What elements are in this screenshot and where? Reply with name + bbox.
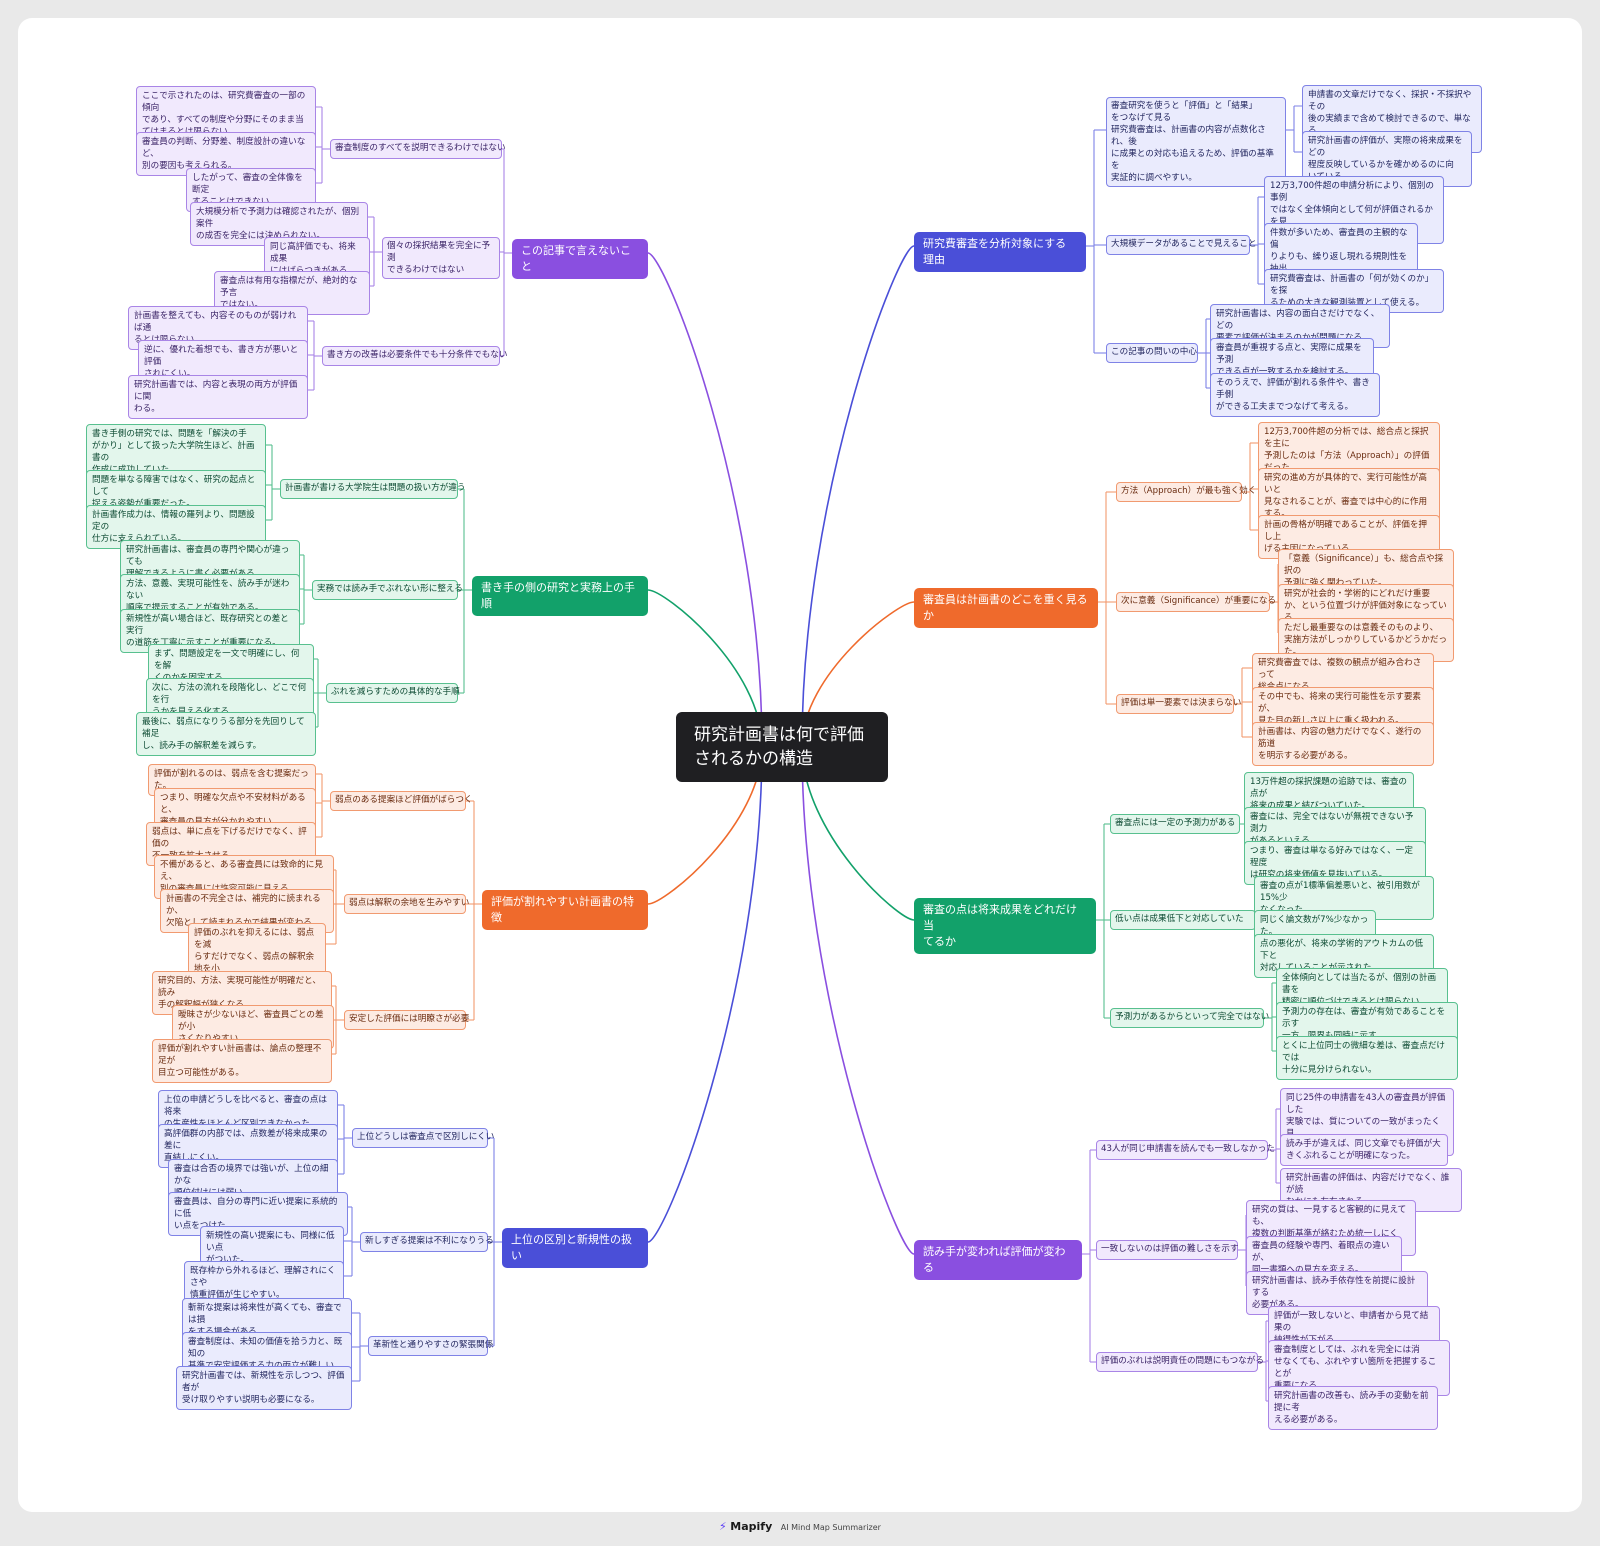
subtopic-node[interactable]: 低い点は成果低下と対応していた (1110, 910, 1256, 930)
leaf-node[interactable]: とくに上位同士の微細な差は、審査点だけでは 十分に見分けられない。 (1276, 1036, 1458, 1080)
branch-connector (647, 252, 763, 747)
leaf-node[interactable]: 研究の進め方が具体的で、実行可能性が高いと 見なされることが、審査では中心的に作… (1258, 468, 1440, 524)
subtopic-node[interactable]: 審査点には一定の予測力がある (1110, 814, 1240, 834)
leaf-node[interactable]: 計画書は、内容の魅力だけでなく、遂行の筋道 を明示する必要がある。 (1252, 722, 1434, 766)
mapify-logo-icon: ⚡ (719, 1520, 727, 1533)
leaf-node[interactable]: 研究計画書では、内容と表現の両方が評価に関 わる。 (128, 375, 308, 419)
branch-connector (801, 745, 915, 1255)
subtopic-node[interactable]: 予測力があるからといって完全ではない (1110, 1008, 1269, 1028)
brand-name: Mapify (730, 1520, 773, 1533)
subtopic-node[interactable]: 審査研究を使うと「評価」と「結果」 をつなげて見る 研究費審査は、計画書の内容が… (1106, 97, 1286, 187)
leaf-node[interactable]: 大規模分析で予測力は確認されたが、個別案件 の成否を完全には決められない。 (190, 202, 368, 246)
subtopic-node[interactable]: 書き方の改善は必要条件でも十分条件でもない (322, 346, 507, 366)
subtopic-node[interactable]: 新しすぎる提案は不利になりうる (360, 1232, 494, 1252)
subtopic-node[interactable]: ぶれを減らすための具体的な手順 (326, 683, 460, 703)
subtopic-node[interactable]: 評価のぶれは説明責任の問題にもつながる (1096, 1352, 1264, 1372)
subtopic-node[interactable]: この記事の問いの中心 (1106, 343, 1198, 363)
subtopic-node[interactable]: 計画書が書ける大学院生は問題の扱い方が違う (280, 479, 465, 499)
branch-node[interactable]: 審査の点は将来成果をどれだけ当 てるか (914, 898, 1096, 954)
subtopic-node[interactable]: 革新性と通りやすさの緊張関係 (368, 1336, 493, 1356)
subtopic-node[interactable]: 審査制度のすべてを説明できるわけではない (330, 139, 506, 159)
connector-lines (266, 105, 1302, 1402)
footer: ⚡ Mapify AI Mind Map Summarizer (0, 1520, 1600, 1533)
subtopic-node[interactable]: 43人が同じ申請書を読んでも一致しなかった (1096, 1140, 1275, 1160)
subtopic-node[interactable]: 上位どうしは審査点で区別しにくい (352, 1128, 494, 1148)
leaf-node[interactable]: そのうえで、評価が割れる条件や、書き手側 ができる工夫までつなげて考える。 (1210, 373, 1380, 417)
branch-node[interactable]: 読み手が変われば評価が変わる (914, 1240, 1082, 1280)
mind-map-canvas: この記事で言えないこと審査制度のすべてを説明できるわけではないここで示されたのは… (18, 18, 1582, 1512)
branch-connector (647, 745, 763, 1243)
branch-node[interactable]: この記事で言えないこと (512, 239, 648, 279)
leaf-node[interactable]: 読み手が違えば、同じ文章でも評価が大 きくぶれることが明確になった。 (1280, 1134, 1448, 1166)
branch-connector (801, 245, 915, 747)
root-node[interactable]: 研究計画書は何で評価 されるかの構造 (676, 712, 888, 782)
subtopic-node[interactable]: 次に意義（Significance）が重要になる (1116, 592, 1276, 612)
subtopic-node[interactable]: 弱点のある提案ほど評価がばらつく (330, 791, 473, 811)
subtopic-node[interactable]: 一致しないのは評価の難しさを示す (1096, 1240, 1239, 1260)
leaf-node[interactable]: 評価が割れやすい計画書は、論点の整理不足が 目立つ可能性がある。 (152, 1039, 332, 1083)
leaf-node[interactable]: 最後に、弱点になりうる部分を先回りして補足 し、読み手の解釈差を減らす。 (136, 712, 316, 756)
leaf-node[interactable]: 研究計画書では、新規性を示しつつ、評価者が 受け取りやすい説明も必要になる。 (176, 1366, 352, 1410)
subtopic-node[interactable]: 弱点は解釈の余地を生みやすい (344, 894, 469, 914)
branch-node[interactable]: 審査員は計画書のどこを重く見るか (914, 588, 1098, 628)
branch-node[interactable]: 評価が割れやすい計画書の特徴 (482, 890, 648, 930)
subtopic-node[interactable]: 個々の採択結果を完全に予測 できるわけではない (382, 237, 500, 279)
subtopic-node[interactable]: 安定した評価には明瞭さが必要 (344, 1010, 469, 1030)
subtopic-node[interactable]: 大規模データがあることで見えること (1106, 235, 1257, 255)
subtopic-node[interactable]: 実務では読み手でぶれない形に整える (312, 580, 463, 600)
branch-node[interactable]: 上位の区別と新規性の扱い (502, 1228, 648, 1268)
subtopic-node[interactable]: 方法（Approach）が最も強く効く (1116, 482, 1256, 502)
subtopic-node[interactable]: 評価は単一要素では決まらない (1116, 694, 1241, 714)
branch-node[interactable]: 研究費審査を分析対象にする理由 (914, 232, 1086, 272)
brand-tagline: AI Mind Map Summarizer (780, 1523, 881, 1532)
branch-node[interactable]: 書き手の側の研究と実務上の手順 (472, 576, 648, 616)
leaf-node[interactable]: 研究計画書の改善も、読み手の変動を前提に考 える必要がある。 (1268, 1386, 1438, 1430)
